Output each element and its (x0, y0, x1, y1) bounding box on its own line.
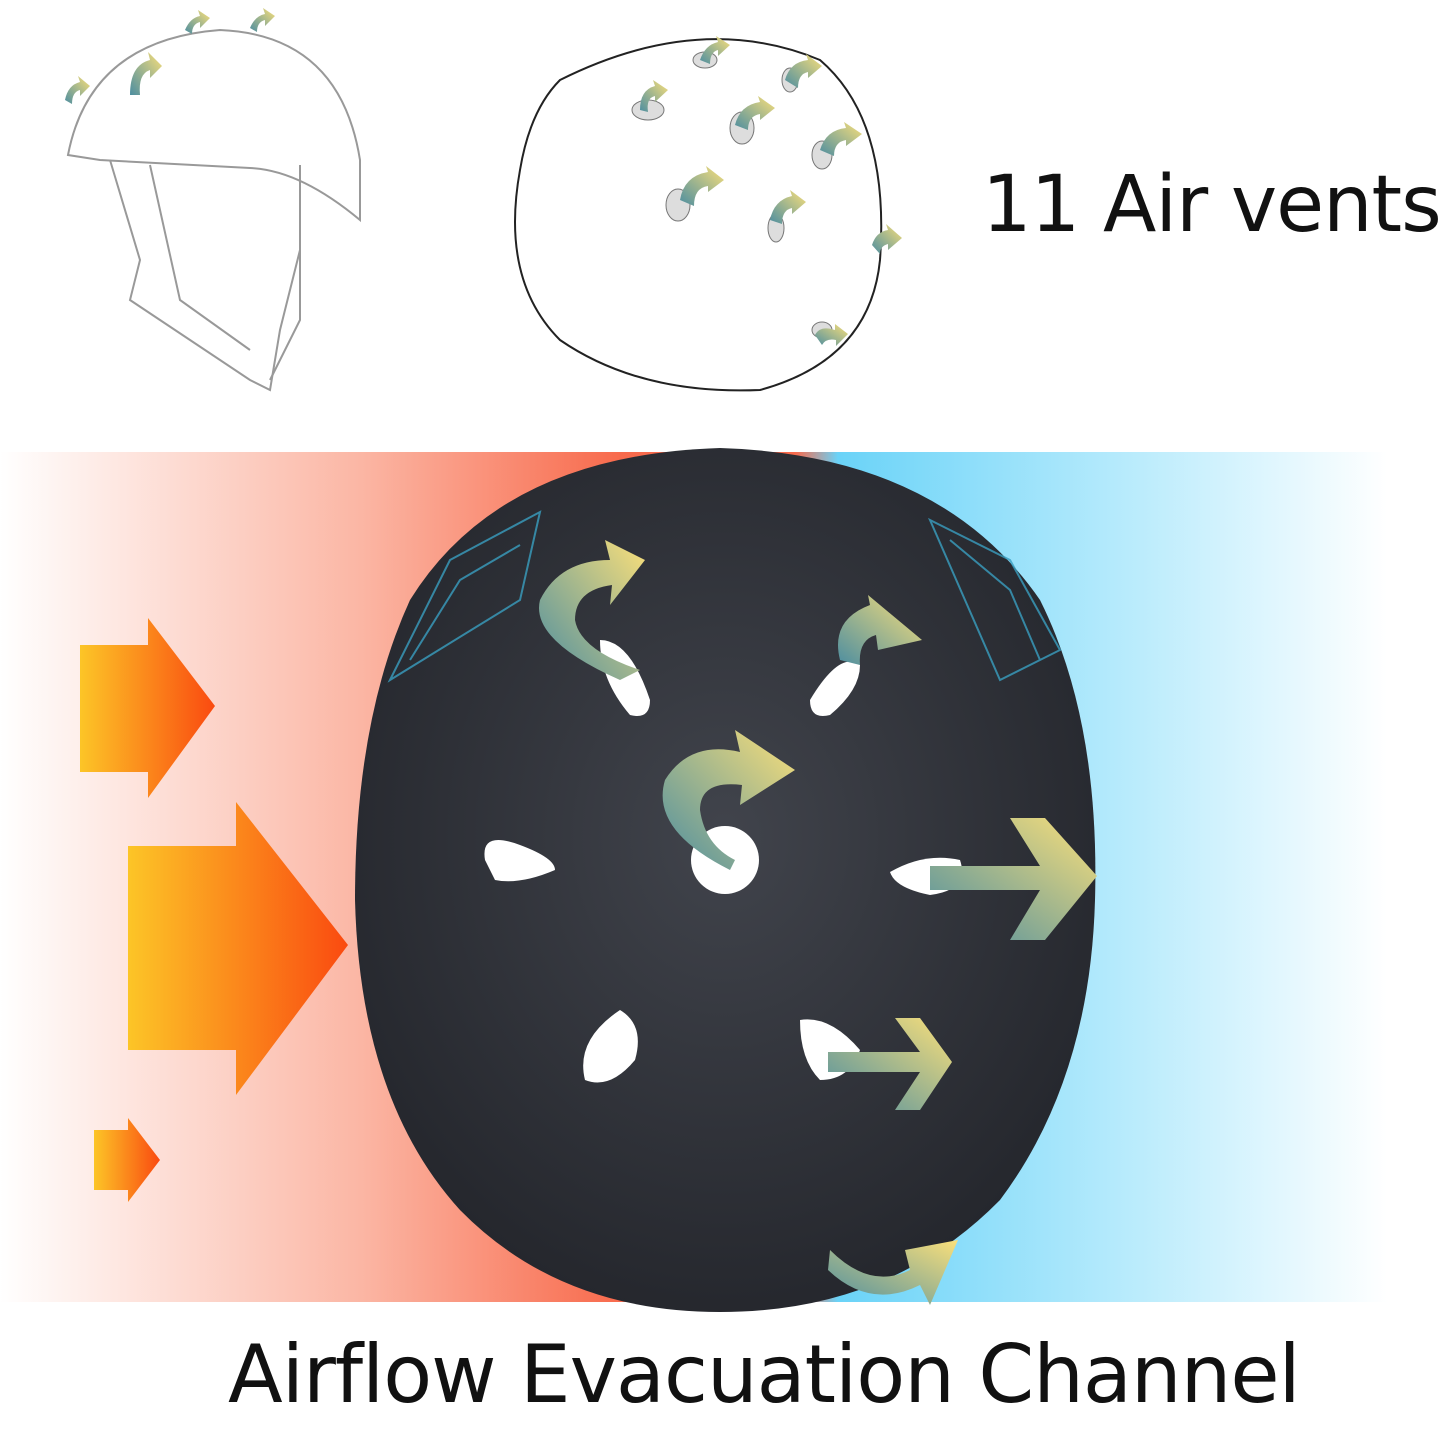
small-airflow-arrows (65, 8, 902, 346)
airflow-caption: Airflow Evacuation Channel (228, 1328, 1301, 1421)
helmet-top-sketch (514, 38, 883, 392)
vent-count-heading: 11 Air vents (982, 160, 1442, 250)
helmet-side-sketch (66, 28, 361, 392)
incoming-air-arrows (80, 618, 348, 1202)
exhaust-airflow-arrows (539, 540, 1097, 1305)
